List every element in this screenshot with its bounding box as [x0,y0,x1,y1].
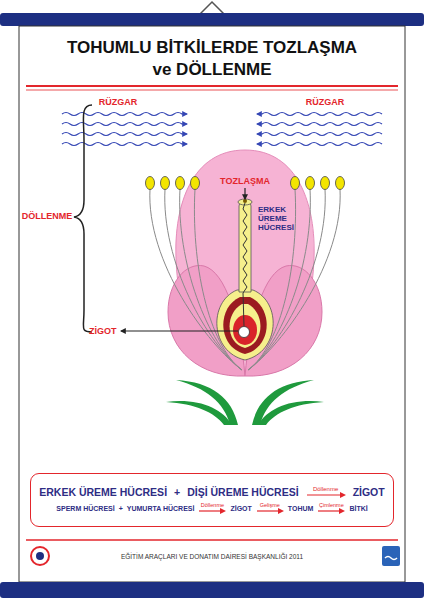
equation-term: + [119,505,123,512]
zygote [239,327,250,338]
arrow-shaft [257,511,279,512]
arrow-label: Çimlenme [319,503,344,509]
ovule [233,315,257,345]
logo-mark [36,552,44,560]
equation-term: ERKEK ÜREME HÜCRESİ [39,487,167,498]
arrow-symbol [198,508,226,514]
pollen-grain [243,199,247,203]
wind-line [62,123,187,126]
wind-label: RÜZGAR [90,97,146,107]
logo-mark [385,557,397,560]
equation-term: TOHUM [288,505,314,512]
wind-line [257,123,382,126]
arrow-symbol [306,492,346,498]
poster-title: TOHUMLU BİTKİLERDE TOZLAŞMA ve DÖLLENME [61,37,363,81]
anther [321,177,330,190]
equation-term: + [174,487,180,498]
equation-term-box: SPERM HÜCRESİ [56,505,114,512]
title-rule [26,90,398,91]
equation-term: ZİGOT [230,505,251,512]
reaction-arrow: Gelişme [256,503,284,515]
arrow-head [339,508,345,514]
curly-brace [74,105,92,332]
ovary-layer [223,297,266,354]
pointer-arrow [121,330,238,331]
wind-line [257,143,382,146]
equation-term-box: TOHUM [288,505,314,512]
footer-note: EĞİTİM ARAÇLARI VE DONATIM DAİRESİ BAŞKA… [60,553,364,560]
part-label: ZİGOT [89,326,123,336]
poster-sheet [19,26,405,582]
arrow-symbol [317,508,345,514]
ovary-wall [217,290,273,360]
wind-line [62,113,187,116]
wind-line [62,133,187,136]
wind-label: RÜZGAR [297,97,353,107]
equation-term-box: + [174,487,180,498]
wind-line [257,113,382,116]
anther [291,177,300,190]
logo-mark [31,547,49,565]
equation-term-box: YUMURTA HÜCRESİ [127,505,195,512]
equation-term: BİTKİ [349,505,367,512]
reaction-arrow: Çimlenme [317,503,345,515]
reaction-arrow: Döllenme [306,486,346,498]
process-label: TOZLAŞMA [205,176,285,186]
anther [336,177,345,190]
equation-term-box: DİŞİ ÜREME HÜCRESİ [187,487,298,498]
arrow-label: Gelişme [260,503,280,509]
arrow-label: Döllenme [201,503,224,509]
anther [306,177,315,190]
equation-term: DİŞİ ÜREME HÜCRESİ [187,487,298,498]
arrow-shaft [318,511,340,512]
arrow-shaft [199,511,221,512]
arrow-head [340,492,346,498]
equation-term: SPERM HÜCRESİ [56,505,114,512]
equation-term-box: ERKEK ÜREME HÜCRESİ [39,487,167,498]
anther [176,177,185,190]
pollen-tube [243,203,247,326]
arrow-head [278,508,284,514]
equation-term-box: ZİGOT [353,487,385,498]
equation-term-box: + [119,505,123,512]
leaf [166,401,232,425]
equation-row: ERKEK ÜREME HÜCRESİ + DİŞİ ÜREME HÜCRESİ Dö… [31,486,393,498]
bottom-bar [0,582,424,598]
equation-term-box: ZİGOT [230,505,251,512]
arrow-head [220,508,226,514]
anther [146,177,155,190]
anther [161,177,170,190]
pointer-arrow [244,188,245,199]
equation-term: YUMURTA HÜCRESİ [127,505,195,512]
process-label: DÖLLENME [19,211,75,221]
ovary-layer [230,304,261,348]
equation-term-box: BİTKİ [349,505,367,512]
hanger-bar [0,13,424,26]
title-rule [26,85,398,87]
equation-row: SPERM HÜCRESİ + YUMURTA HÜCRESİ Döllenme ZİG… [31,503,393,515]
reaction-arrow: Döllenme [198,503,226,515]
hanger-string [200,2,224,14]
equation-term: ZİGOT [353,487,385,498]
leaf [258,401,324,425]
footer-rule [26,539,398,541]
arrow-label: Döllenme [313,486,338,492]
equation-box: ERKEK ÜREME HÜCRESİ + DİŞİ ÜREME HÜCRESİ Dö… [30,473,394,527]
arrow-symbol [256,508,284,514]
part-label: ERKEK ÜREME HÜCRESİ [258,206,300,232]
wind-line [62,143,187,146]
anther [191,177,200,190]
wind-line [257,133,382,136]
logo-mark [382,546,400,566]
arrow-shaft [307,494,341,495]
